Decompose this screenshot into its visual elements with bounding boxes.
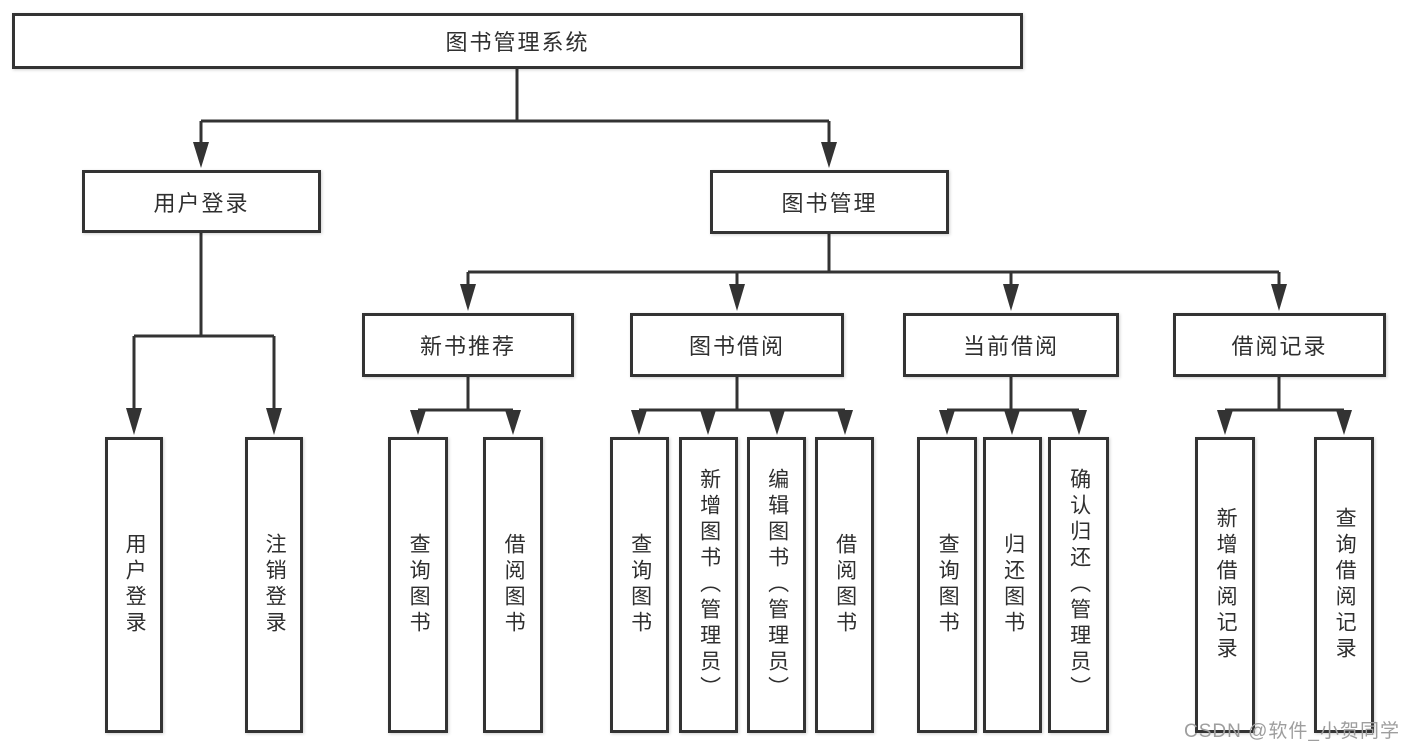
node-book-borrow-label: 图书借阅 <box>688 334 785 359</box>
connector-root <box>199 69 831 144</box>
arrowhead <box>1217 410 1233 435</box>
leaf-user-login: 用户登录 <box>105 437 163 733</box>
leaf-borrow-add-label: 新增图书（管理员） <box>697 468 721 702</box>
node-borrow-records: 借阅记录 <box>1173 313 1386 377</box>
node-current-borrow-label: 当前借阅 <box>962 334 1059 359</box>
connector-borrow-records <box>1225 377 1344 412</box>
leaf-borrow-query-label: 查询图书 <box>628 533 652 637</box>
leaf-logout-label: 注销登录 <box>263 533 287 637</box>
leaf-borrow-add: 新增图书（管理员） <box>679 437 738 733</box>
connector-user-login <box>132 233 276 412</box>
node-book-mgmt: 图书管理 <box>710 170 949 234</box>
leaf-newbooks-borrow: 借阅图书 <box>483 437 543 733</box>
connector-book-borrow <box>639 377 845 412</box>
leaf-borrow-book-label: 借阅图书 <box>833 533 857 637</box>
arrowhead <box>1003 284 1019 311</box>
arrowhead <box>821 142 837 168</box>
arrowhead <box>505 410 521 435</box>
connector-book-mgmt <box>466 234 1281 287</box>
csdn-watermark: CSDN @软件_小贺同学 <box>1184 721 1400 742</box>
leaf-logout: 注销登录 <box>245 437 303 733</box>
arrowhead <box>631 410 647 435</box>
leaf-borrow-edit-label: 编辑图书（管理员） <box>765 468 789 702</box>
arrowhead <box>193 142 209 168</box>
node-new-books-label: 新书推荐 <box>419 334 516 359</box>
arrowhead <box>460 284 476 311</box>
leaf-records-add-label: 新增借阅记录 <box>1214 507 1238 663</box>
arrowhead <box>1336 410 1352 435</box>
arrowhead <box>410 410 426 435</box>
leaf-current-confirm: 确认归还（管理员） <box>1048 437 1109 733</box>
leaf-newbooks-query: 查询图书 <box>388 437 448 733</box>
leaf-borrow-edit: 编辑图书（管理员） <box>747 437 806 733</box>
arrowhead <box>1271 284 1287 311</box>
leaf-borrow-query: 查询图书 <box>610 437 669 733</box>
arrowhead <box>126 408 142 435</box>
arrowhead <box>1071 410 1087 435</box>
node-library-system-label: 图书管理系统 <box>445 30 590 55</box>
leaf-records-add: 新增借阅记录 <box>1195 437 1255 733</box>
node-book-mgmt-label: 图书管理 <box>781 191 878 216</box>
node-borrow-records-label: 借阅记录 <box>1231 334 1328 359</box>
arrowhead <box>700 410 716 435</box>
leaf-current-query: 查询图书 <box>917 437 977 733</box>
node-current-borrow: 当前借阅 <box>903 313 1119 377</box>
connector-new-books <box>418 377 513 412</box>
leaf-user-login-label: 用户登录 <box>123 533 147 637</box>
leaf-records-query-label: 查询借阅记录 <box>1333 507 1357 663</box>
leaf-current-return: 归还图书 <box>983 437 1042 733</box>
arrowhead <box>769 410 785 435</box>
leaf-current-return-label: 归还图书 <box>1001 533 1025 637</box>
leaf-current-confirm-label: 确认归还（管理员） <box>1067 468 1091 702</box>
leaf-newbooks-query-label: 查询图书 <box>407 533 431 637</box>
leaf-current-query-label: 查询图书 <box>936 533 960 637</box>
node-user-login: 用户登录 <box>82 170 321 233</box>
arrowhead <box>729 284 745 311</box>
node-book-borrow: 图书借阅 <box>630 313 844 377</box>
arrowhead <box>266 408 282 435</box>
arrowhead <box>939 410 955 435</box>
node-user-login-label: 用户登录 <box>153 190 250 216</box>
connector-current-borrow <box>947 377 1079 412</box>
node-new-books: 新书推荐 <box>362 313 574 377</box>
leaf-records-query: 查询借阅记录 <box>1314 437 1374 733</box>
arrowhead <box>837 410 853 435</box>
leaf-borrow-book: 借阅图书 <box>815 437 874 733</box>
arrowhead <box>1004 410 1020 435</box>
leaf-newbooks-borrow-label: 借阅图书 <box>502 533 526 637</box>
node-library-system: 图书管理系统 <box>12 13 1023 69</box>
